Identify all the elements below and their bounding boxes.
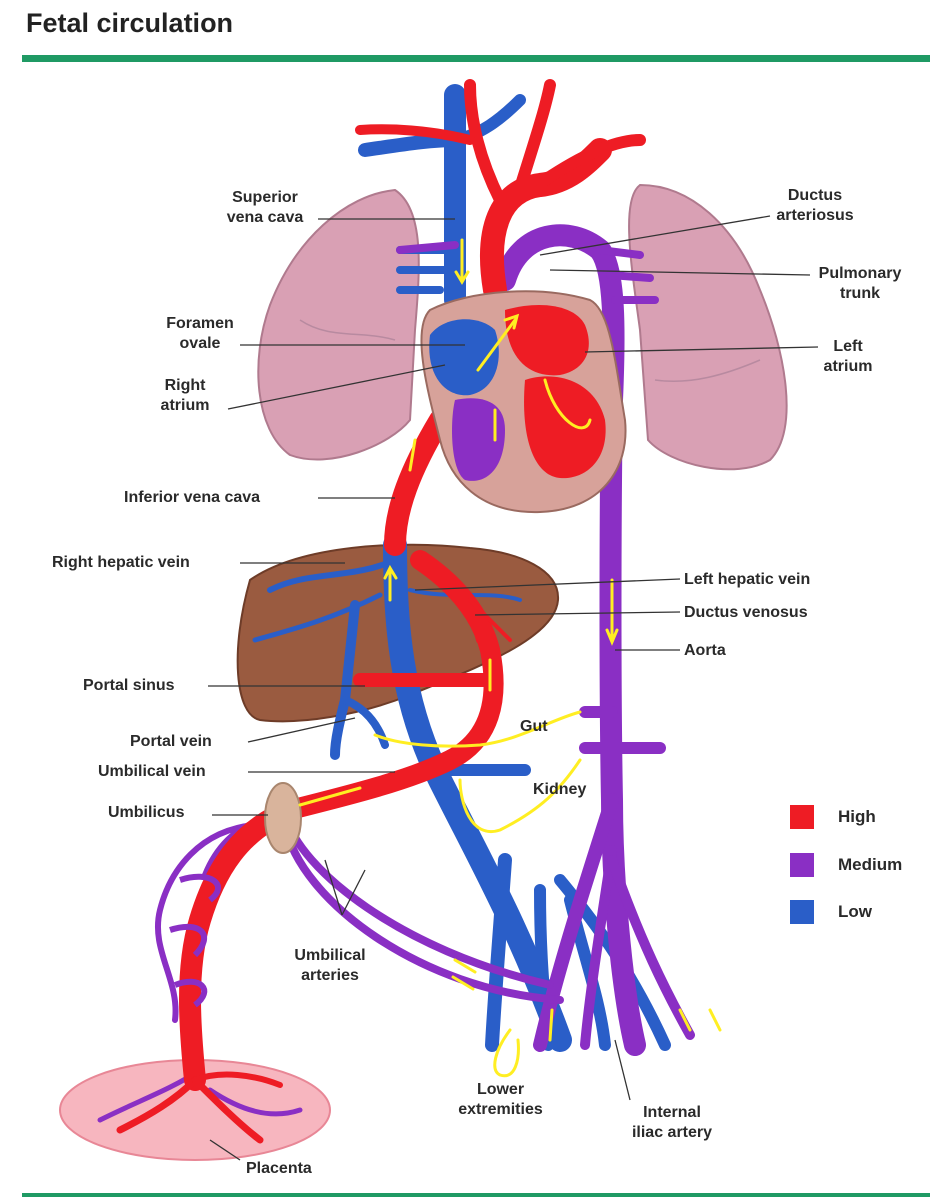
label-left-hepatic-vein: Left hepatic vein — [684, 571, 811, 588]
label-ductus-venosus: Ductus venosus — [684, 604, 808, 621]
right-lung — [257, 188, 420, 461]
label-gut: Gut — [520, 718, 548, 735]
label-foramen-ovale: Foramen ovale — [166, 315, 234, 352]
label-umbilical-vein: Umbilical vein — [98, 763, 206, 780]
page-title: Fetal circulation — [26, 8, 234, 38]
umbilicus-ring — [264, 782, 302, 854]
legend-label-medium: Medium — [838, 855, 903, 874]
heart — [420, 290, 627, 514]
label-portal-sinus: Portal sinus — [83, 677, 175, 694]
label-inferior-vena-cava: Inferior vena cava — [124, 489, 261, 506]
label-leader-lines — [208, 215, 819, 1161]
label-kidney: Kidney — [533, 781, 587, 798]
label-portal-vein: Portal vein — [130, 733, 212, 750]
umbilical-cord-twists — [169, 873, 221, 1008]
high-oxygen-vessels — [116, 79, 646, 1144]
label-umbilicus: Umbilicus — [108, 804, 185, 821]
bottom-divider — [22, 1193, 930, 1197]
blood-flow-arrows — [298, 238, 722, 1078]
label-aorta: Aorta — [684, 642, 726, 659]
label-ductus-arteriosus: Ductus arteriosus — [776, 187, 854, 224]
legend-label-high: High — [838, 807, 876, 826]
label-placenta: Placenta — [246, 1160, 312, 1177]
label-internal-iliac-artery: Internal iliac artery — [631, 1104, 713, 1141]
left-lung — [628, 183, 788, 471]
label-superior-vena-cava: Superior vena cava — [226, 189, 304, 226]
label-pulmonary-trunk: Pulmonary trunk — [818, 265, 902, 302]
legend-label-low: Low — [838, 902, 872, 921]
legend-swatch-high — [790, 805, 814, 829]
label-umbilical-arteries: Umbilical arteries — [294, 947, 366, 984]
legend-swatch-low — [790, 900, 814, 924]
legend-swatch-medium — [790, 853, 814, 877]
label-left-atrium: Left atrium — [823, 338, 873, 375]
label-right-hepatic-vein: Right hepatic vein — [52, 554, 190, 571]
label-lower-extremities: Lower extremities — [458, 1081, 543, 1118]
title-divider — [22, 55, 930, 62]
label-right-atrium: Right atrium — [160, 377, 210, 414]
